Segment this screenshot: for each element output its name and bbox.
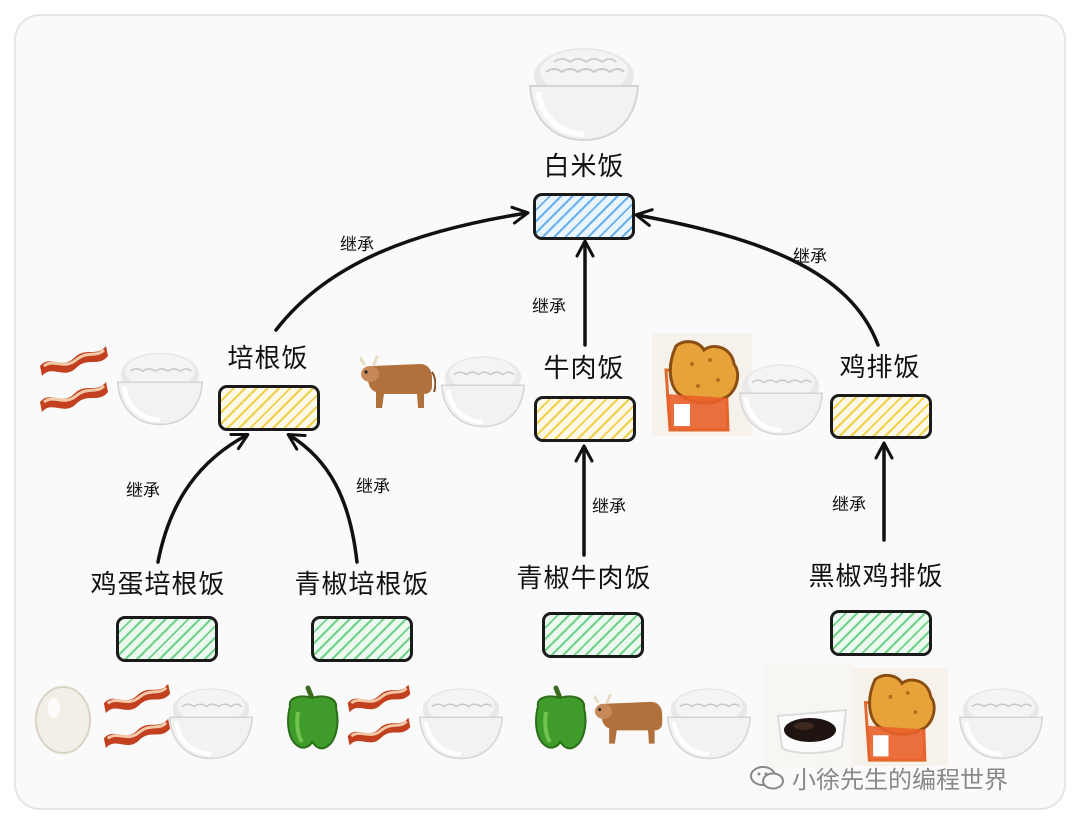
arrow-pepper-to-bacon	[286, 432, 359, 564]
wechat-icon	[750, 765, 784, 791]
bacon-icon	[344, 678, 414, 756]
node-beef-rice[interactable]	[534, 396, 636, 442]
node-label-beef-rice: 牛肉饭	[543, 354, 625, 384]
node-bacon-rice[interactable]	[218, 385, 320, 431]
rice-bowl-icon	[958, 676, 1044, 764]
rice-bowl-icon	[168, 676, 254, 764]
node-label-blackpepper-chicken-rice: 黑椒鸡排饭	[808, 562, 944, 592]
rice-bowl-icon	[666, 676, 752, 764]
chicken-cutlet-icon	[652, 334, 752, 440]
node-label-chicken-rice: 鸡排饭	[839, 353, 921, 383]
edge-label-bacon: 继承	[340, 235, 374, 255]
node-pepper-bacon-rice[interactable]	[311, 616, 413, 662]
green-pepper-icon	[530, 684, 592, 754]
cow-icon	[358, 352, 437, 414]
rice-bowl-icon	[116, 340, 204, 430]
node-label-white-rice: 白米饭	[543, 152, 625, 182]
node-egg-bacon-rice[interactable]	[116, 616, 218, 662]
arrow-egg-to-bacon	[156, 433, 250, 564]
edge-label-blackpepper-chicken: 继承	[832, 495, 866, 515]
arrow-chicken-to-white	[634, 208, 880, 347]
node-white-rice[interactable]	[533, 193, 635, 240]
rice-bowl-icon	[418, 676, 504, 764]
edge-label-beef: 继承	[532, 297, 566, 317]
bacon-icon	[36, 340, 112, 422]
edge-label-pepper-bacon: 继承	[356, 477, 390, 497]
node-label-egg-bacon-rice: 鸡蛋培根饭	[90, 570, 226, 600]
edge-label-egg-bacon: 继承	[126, 481, 160, 501]
rice-bowl-icon	[738, 352, 824, 440]
cow-icon	[592, 690, 666, 750]
black-pepper-sauce-icon	[764, 664, 854, 772]
node-label-bacon-rice: 培根饭	[227, 344, 309, 374]
watermark-text: 小徐先生的编程世界	[792, 766, 1008, 794]
edge-label-pepper-beef: 继承	[592, 497, 626, 517]
egg-icon	[34, 682, 92, 758]
arrow-bacon-to-white	[274, 205, 530, 332]
watermark: 小徐先生的编程世界	[750, 760, 1008, 795]
rice-bowl-icon	[528, 32, 640, 146]
edge-label-chicken: 继承	[793, 247, 827, 267]
bacon-icon	[100, 678, 174, 758]
node-label-pepper-bacon-rice: 青椒培根饭	[294, 570, 430, 600]
node-chicken-rice[interactable]	[830, 394, 932, 439]
node-blackpepper-chicken-rice[interactable]	[830, 610, 932, 656]
node-label-pepper-beef-rice: 青椒牛肉饭	[516, 564, 652, 594]
rice-bowl-icon	[440, 344, 526, 432]
green-pepper-icon	[282, 684, 344, 754]
node-pepper-beef-rice[interactable]	[542, 612, 644, 658]
chicken-cutlet-icon	[852, 668, 948, 770]
